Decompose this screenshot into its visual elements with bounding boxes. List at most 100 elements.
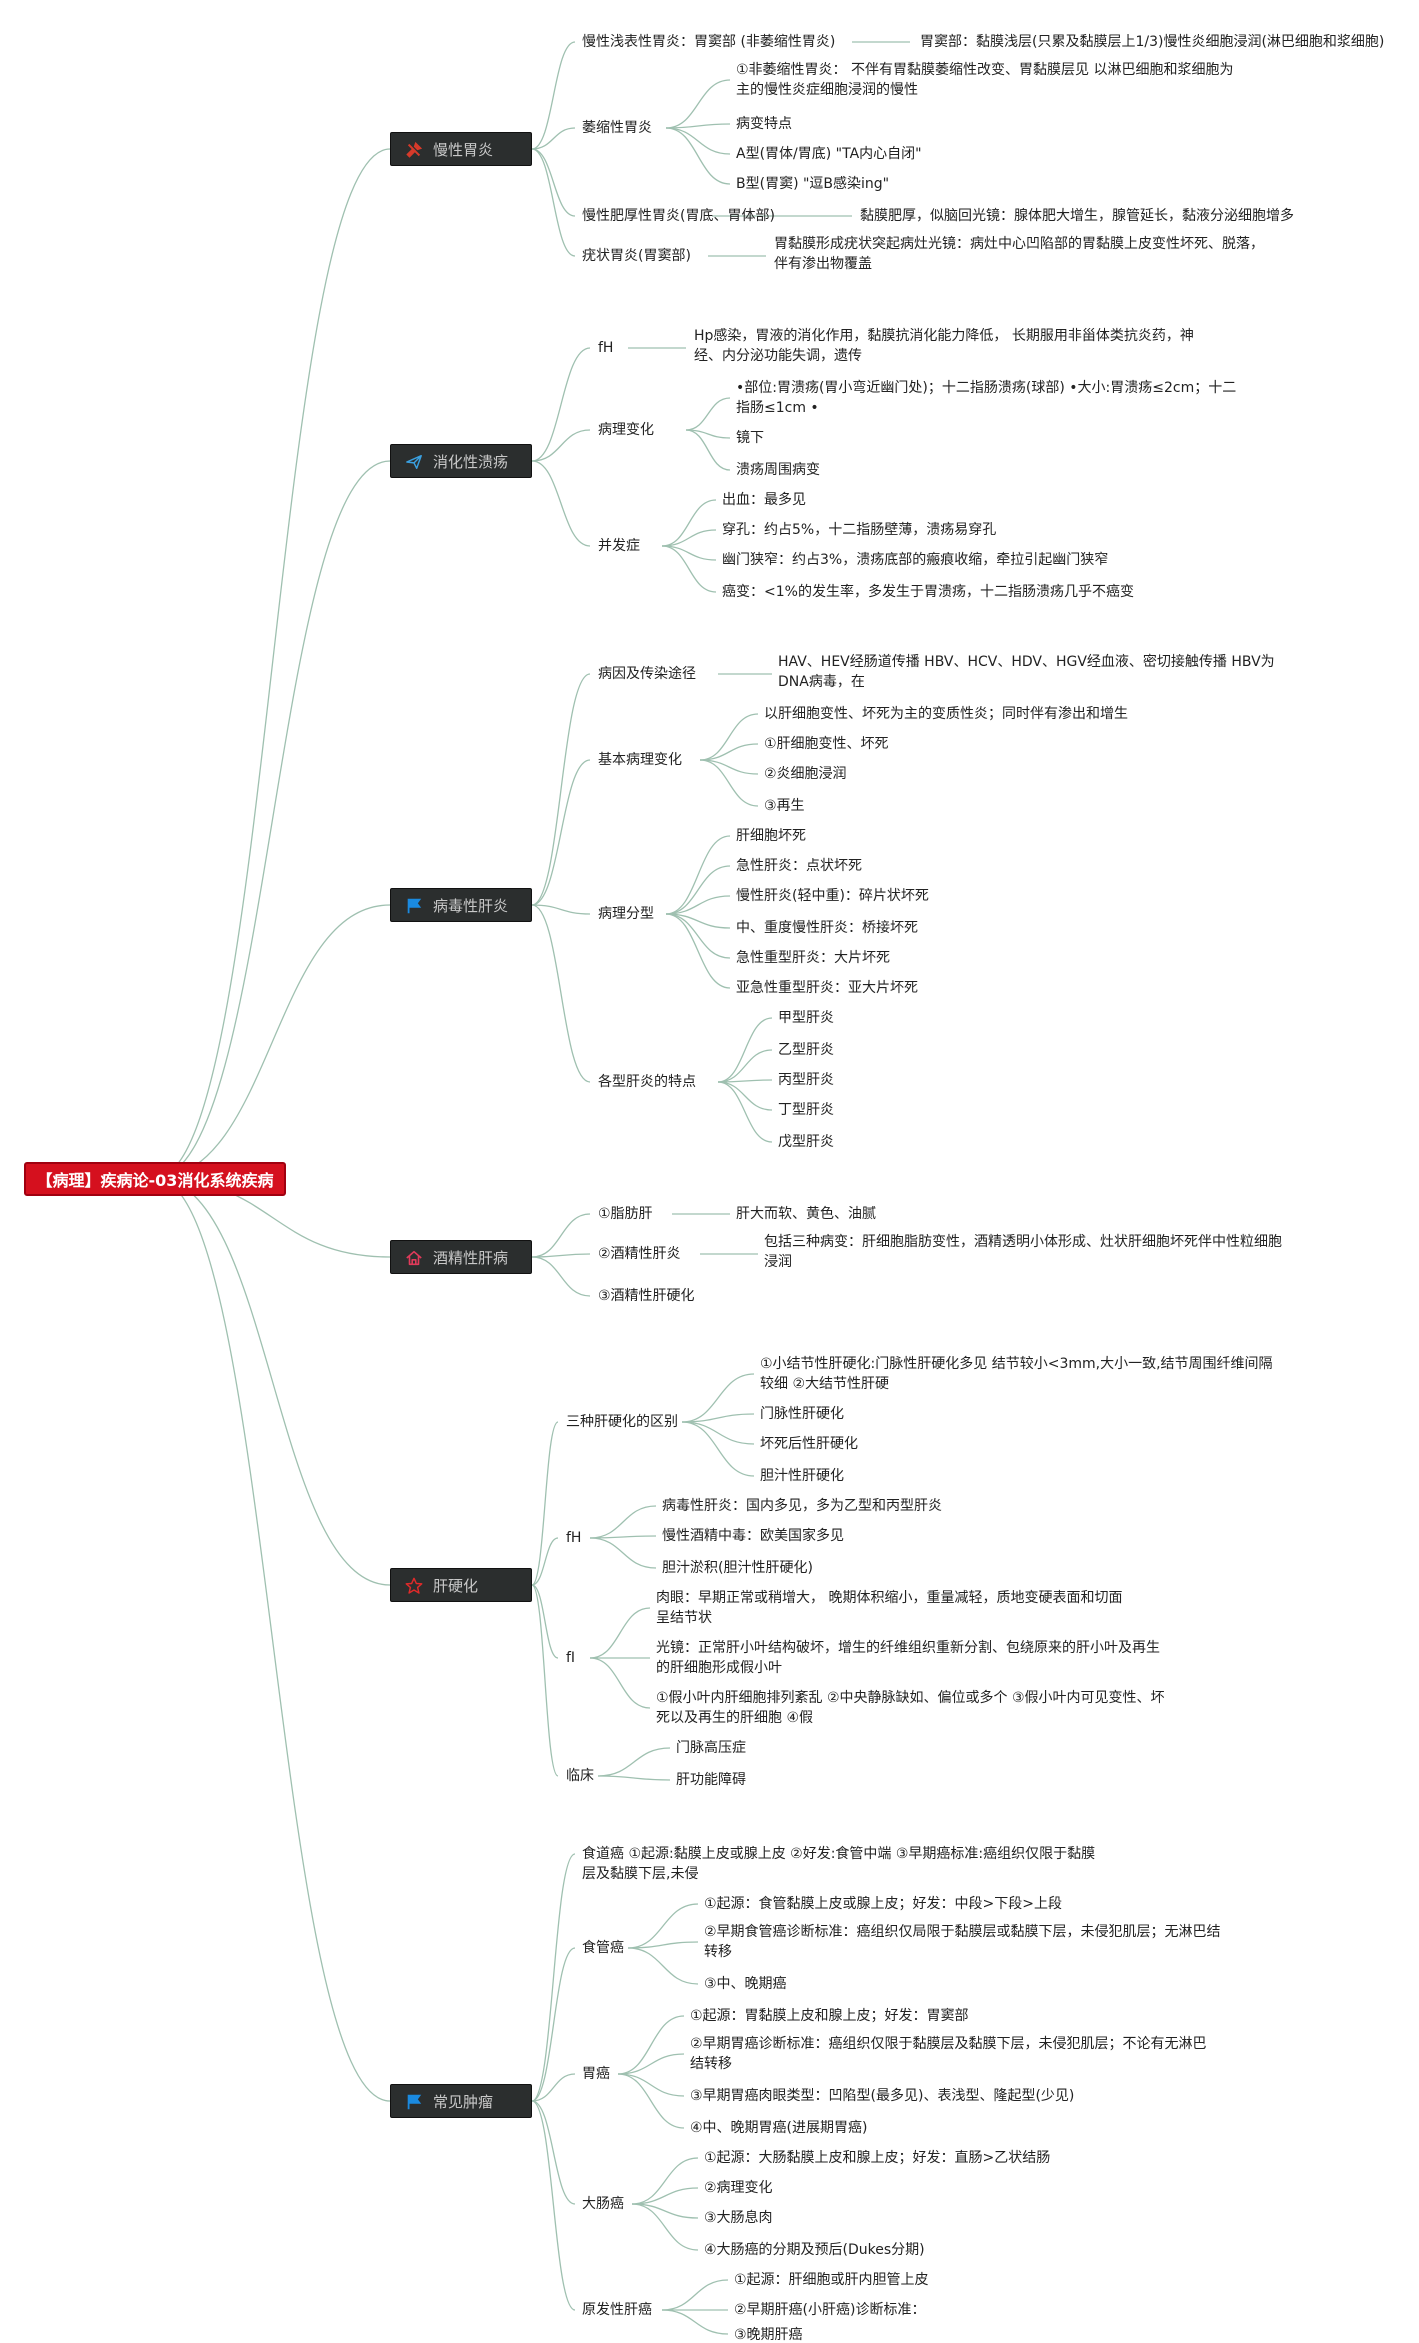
node-cirrhosis-etiology[interactable]: fH [566,1530,582,1546]
node-cirrhosis-types[interactable]: 三种肝硬化的区别 [566,1414,678,1430]
node-hepatitis-b[interactable]: 乙型肝炎 [778,1042,834,1058]
topic-alcoholic-liver-disease[interactable]: 酒精性肝病 [390,1240,532,1274]
node-cirrhosis-type-detail[interactable]: ①小结节性肝硬化:门脉性肝硬化多见 结节较小<3mm,大小一致,结节周围纤维间隔… [760,1356,1273,1392]
node-pathotype-4[interactable]: 中、重度慢性肝炎：桥接坏死 [736,920,918,936]
node-esophageal-1[interactable]: ①起源：食管黏膜上皮或腺上皮；好发：中段>下段>上段 [704,1896,1063,1912]
node-colorectal-1[interactable]: ①起源：大肠黏膜上皮和腺上皮；好发：直肠>乙状结肠 [704,2150,1051,2166]
node-pseudolobule[interactable]: ①假小叶内肝细胞排列紊乱 ②中央静脉缺如、偏位或多个 ③假小叶内可见变性、坏死以… [656,1690,1165,1726]
node-biliary-cirrhosis[interactable]: 胆汁性肝硬化 [760,1468,844,1484]
node-cirrhosis-viral[interactable]: 病毒性肝炎：国内多见，多为乙型和丙型肝炎 [662,1498,942,1514]
node-atrophic-detail-1[interactable]: ①非萎缩性胃炎： 不伴有胃黏膜萎缩性改变、胃黏膜层见 以淋巴细胞和浆细胞为主的慢… [736,62,1234,98]
node-chronic-superficial-gastritis[interactable]: 慢性浅表性胃炎：胃窦部 (非萎缩性胃炎) [582,34,836,50]
node-hepatitis-basic-2[interactable]: ①肝细胞变性、坏死 [764,736,889,752]
connector [531,127,576,150]
node-portal-cirrhosis[interactable]: 门脉性肝硬化 [760,1406,844,1422]
node-hepatitis-e[interactable]: 戊型肝炎 [778,1134,834,1150]
node-hepatitis-etiology-detail[interactable]: HAV、HEV经肠道传播 HBV、HCV、HDV、HGV经血液、密切接触传播 H… [778,654,1275,690]
node-colorectal-4[interactable]: ④大肠癌的分期及预后(Dukes分期) [704,2242,925,2258]
node-alcoholic-cirrhosis[interactable]: ③酒精性肝硬化 [598,1288,695,1304]
node-superficial-detail[interactable]: 胃窦部：黏膜浅层(只累及黏膜层上1/3)慢性炎细胞浸润(淋巴细胞和浆细胞) [920,34,1385,50]
node-cirrhosis-pathology[interactable]: fI [566,1650,576,1666]
connector [665,913,731,989]
root-topic[interactable]: 【病理】疾病论-03消化系统疾病 [24,1162,286,1196]
node-pathotype-1[interactable]: 肝细胞坏死 [736,828,806,844]
node-atrophic-type-a[interactable]: A型(胃体/胃底) "TA内心自闭" [736,146,922,162]
node-esophageal-summary[interactable]: 食道癌 ①起源:黏膜上皮或腺上皮 ②好发:食管中端 ③早期癌标准:癌组织仅限于黏… [582,1846,1096,1882]
node-hepatitis-d[interactable]: 丁型肝炎 [778,1102,834,1118]
node-fatty-liver-detail[interactable]: 肝大而软、黄色、油腻 [736,1206,876,1222]
node-hepatitis-basic-3[interactable]: ②炎细胞浸润 [764,766,847,782]
node-esophageal-2[interactable]: ②早期食管癌诊断标准：癌组织仅局限于黏膜层或黏膜下层，未侵犯肌层；无淋巴结转移 [704,1924,1221,1960]
node-colorectal-cancer[interactable]: 大肠癌 [582,2196,624,2212]
node-atrophic-detail-2[interactable]: 病变特点 [736,116,792,132]
node-hepatitis-types[interactable]: 各型肝炎的特点 [598,1074,696,1090]
node-liver-cancer-1[interactable]: ①起源：肝细胞或肝内胆管上皮 [734,2272,929,2288]
topic-peptic-ulcer[interactable]: 消化性溃疡 [390,444,532,478]
node-hepatitis-basic-changes[interactable]: 基本病理变化 [598,752,682,768]
topic-common-tumors[interactable]: 常见肿瘤 [390,2084,532,2118]
connector [717,1081,773,1143]
node-ulcer-malignancy[interactable]: 癌变：<1%的发生率，多发生于胃溃疡，十二指肠溃疡几乎不癌变 [722,584,1134,600]
topic-chronic-gastritis[interactable]: 慢性胃炎 [390,132,532,166]
node-liver-dysfunction[interactable]: 肝功能障碍 [676,1772,746,1788]
connector [589,1657,651,1709]
node-esophageal-3[interactable]: ③中、晚期癌 [704,1976,787,1992]
node-liver-cancer-2[interactable]: ②早期肝癌(小肝癌)诊断标准： [734,2302,926,2318]
node-cirrhosis-microscopy[interactable]: 光镜：正常肝小叶结构破坏，增生的纤维组织重新分割、包绕原来的肝小叶及再生的肝细胞… [656,1640,1160,1676]
node-cirrhosis-alcohol[interactable]: 慢性酒精中毒：欧美国家多见 [662,1528,844,1544]
node-colorectal-2[interactable]: ②病理变化 [704,2180,773,2196]
node-pathotype-2[interactable]: 急性肝炎：点状坏死 [736,858,862,874]
topic-label: 消化性溃疡 [433,453,509,471]
node-gastric-cancer[interactable]: 胃癌 [582,2066,610,2082]
home-icon [406,1250,422,1266]
node-verrucous-gastritis[interactable]: 疣状胃炎(胃窦部) [582,248,691,264]
node-hepatitis-basic-1[interactable]: 以肝细胞变性、坏死为主的变质性炎；同时伴有渗出和增生 [764,706,1128,722]
node-portal-hypertension[interactable]: 门脉高压症 [676,1740,746,1756]
node-ulcer-pyloric-stenosis[interactable]: 幽门狭窄：约占3%，溃疡底部的瘢痕收缩，牵拉引起幽门狭窄 [722,552,1109,568]
node-hypertrophic-detail[interactable]: 黏膜肥厚，似脑回光镜：腺体肥大增生，腺管延长，黏液分泌细胞增多 [860,208,1294,224]
node-hepatitis-pathotypes[interactable]: 病理分型 [598,906,654,922]
node-cirrhosis-gross[interactable]: 肉眼：早期正常或稍增大， 晚期体积缩小，重量减轻，质地变硬表面和切面呈结节状 [656,1590,1123,1626]
node-esophageal-cancer[interactable]: 食管癌 [582,1940,624,1956]
node-ulcer-complications[interactable]: 并发症 [598,538,640,554]
connector [699,759,759,775]
node-hepatitis-c[interactable]: 丙型肝炎 [778,1072,834,1088]
topic-cirrhosis[interactable]: 肝硬化 [390,1568,532,1602]
node-ulcer-bleeding[interactable]: 出血：最多见 [722,492,806,508]
node-cirrhosis-clinical[interactable]: 临床 [566,1768,594,1784]
node-pathotype-3[interactable]: 慢性肝炎(轻中重)：碎片状坏死 [736,888,929,904]
connector [589,1505,657,1539]
node-ulcer-microscopy[interactable]: 镜下 [736,430,764,446]
node-verrucous-detail[interactable]: 胃黏膜形成疣状突起病灶光镜：病灶中心凹陷部的胃黏膜上皮变性坏死、脱落，伴有渗出物… [774,236,1264,272]
node-atrophic-type-b[interactable]: B型(胃窦) "逗B感染ing" [736,176,890,192]
node-postnecrotic-cirrhosis[interactable]: 坏死后性肝硬化 [760,1436,858,1452]
node-atrophic-gastritis[interactable]: 萎缩性胃炎 [582,120,652,136]
node-ulcer-location-size[interactable]: •部位:胃溃疡(胃小弯近幽门处)；十二指肠溃疡(球部) •大小:胃溃疡≤2cm；… [736,380,1237,416]
node-alcoholic-hepatitis[interactable]: ②酒精性肝炎 [598,1246,681,1262]
node-hypertrophic-gastritis[interactable]: 慢性肥厚性胃炎(胃底、胃体部) [582,208,775,224]
node-pathotype-5[interactable]: 急性重型肝炎：大片坏死 [736,950,890,966]
node-gastric-1[interactable]: ①起源：胃黏膜上皮和腺上皮；好发：胃窦部 [690,2008,969,2024]
connector [154,460,391,1179]
node-gastric-3[interactable]: ③早期胃癌肉眼类型：凹陷型(最多见)、表浅型、隆起型(少见) [690,2088,1075,2104]
node-pathotype-6[interactable]: 亚急性重型肝炎：亚大片坏死 [736,980,918,996]
node-alcoholic-hepatitis-detail[interactable]: 包括三种病变：肝细胞脂肪变性，酒精透明小体形成、灶状肝细胞坏死伴中性粒细胞浸润 [764,1234,1282,1270]
node-cirrhosis-cholestasis[interactable]: 胆汁淤积(胆汁性肝硬化) [662,1560,813,1576]
node-ulcer-perforation[interactable]: 穿孔：约占5%，十二指肠壁薄，溃疡易穿孔 [722,522,997,538]
node-ulcer-etiology-detail[interactable]: Hp感染，胃液的消化作用，黏膜抗消化能力降低， 长期服用非甾体类抗炎药，神经、内… [694,328,1194,364]
node-colorectal-3[interactable]: ③大肠息肉 [704,2210,773,2226]
node-hepatitis-a[interactable]: 甲型肝炎 [778,1010,834,1026]
node-hepatitis-etiology[interactable]: 病因及传染途径 [598,666,696,682]
topic-viral-hepatitis[interactable]: 病毒性肝炎 [390,888,532,922]
node-gastric-2[interactable]: ②早期胃癌诊断标准：癌组织仅限于黏膜层及黏膜下层，未侵犯肌层；不论有无淋巴结转移 [690,2036,1207,2072]
node-ulcer-surrounding[interactable]: 溃疡周围病变 [736,462,820,478]
node-ulcer-pathology[interactable]: 病理变化 [598,422,654,438]
node-fatty-liver[interactable]: ①脂肪肝 [598,1206,653,1222]
node-hepatitis-basic-4[interactable]: ③再生 [764,798,805,814]
connector [531,41,576,150]
connector [617,2073,685,2097]
node-liver-cancer[interactable]: 原发性肝癌 [582,2302,652,2318]
node-ulcer-etiology[interactable]: fH [598,340,614,356]
node-liver-cancer-3[interactable]: ③晚期肝癌 [734,2327,803,2343]
node-gastric-4[interactable]: ④中、晚期胃癌(进展期胃癌) [690,2120,868,2136]
